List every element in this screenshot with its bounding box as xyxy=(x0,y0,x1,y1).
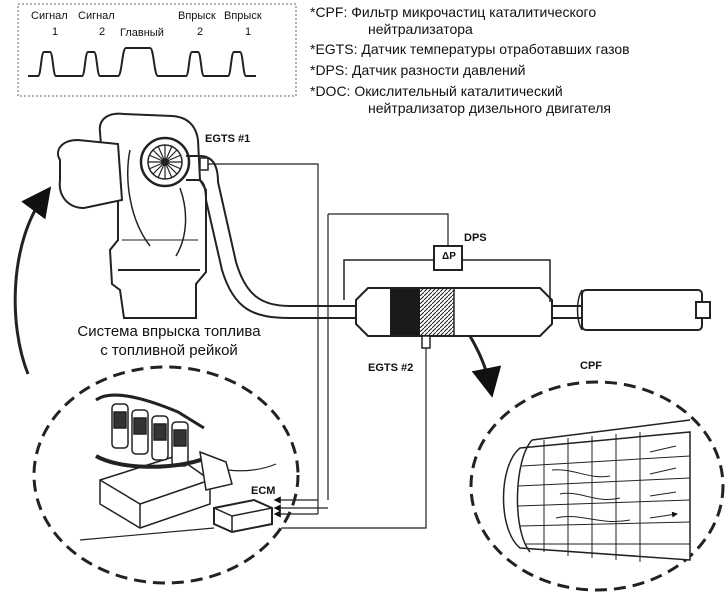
egts1-wire xyxy=(208,163,319,514)
pulse-label-injection-1: Впрыск xyxy=(224,10,262,22)
fuel-system-arrow xyxy=(13,186,52,375)
pulse-label-signal-2-num: 2 xyxy=(99,26,106,38)
exhaust-pipe xyxy=(186,155,356,307)
dps-pressure-line xyxy=(460,259,551,302)
egts2-label: EGTS #2 xyxy=(368,362,414,374)
dps-sensor xyxy=(433,245,463,271)
pulse-label-main: Главный xyxy=(120,27,164,39)
pulse-label-injection-1-num: 1 xyxy=(245,26,252,38)
cpf-label: CPF xyxy=(580,360,602,372)
fuel-system-caption: Система впрыска топлива с топливной рейк… xyxy=(44,322,294,360)
legend-egts-line1: *EGTS: Датчик температуры отработавших г… xyxy=(310,41,630,57)
egts2-wire xyxy=(210,348,427,529)
legend-doc: *DOC: Окислительный каталитический нейтр… xyxy=(310,83,611,117)
fuel-rail-injectors xyxy=(94,393,277,529)
legend-egts: *EGTS: Датчик температуры отработавших г… xyxy=(310,41,630,58)
pulse-label-signal-2: Сигнал xyxy=(78,10,115,22)
ecm-label: ECM xyxy=(251,485,276,497)
injection-pulse-box xyxy=(17,3,297,97)
doc-cpf-canister xyxy=(355,287,553,337)
pulse-label-signal-1-num: 1 xyxy=(52,26,59,38)
legend-dps: *DPS: Датчик разности давлений xyxy=(310,62,525,79)
fuel-system-caption-line1: Система впрыска топлива xyxy=(77,323,261,340)
pulse-label-injection-2: Впрыск xyxy=(178,10,216,22)
dps-pressure-line xyxy=(343,259,436,300)
egts2-sensor xyxy=(421,335,431,349)
legend-cpf-line1: *CPF: Фильтр микрочастиц каталитического xyxy=(310,4,597,20)
legend-doc-line1: *DOC: Окислительный каталитический xyxy=(310,83,563,99)
dps-symbol: ΔP xyxy=(442,251,456,262)
pulse-label-injection-2-num: 2 xyxy=(197,26,204,38)
pulse-label-signal-1: Сигнал xyxy=(31,10,68,22)
tailpipe xyxy=(552,305,584,319)
legend-doc-line2: нейтрализатор дизельного двигателя xyxy=(368,100,611,116)
legend-cpf: *CPF: Фильтр микрочастиц каталитического… xyxy=(310,4,596,38)
muffler xyxy=(576,289,711,331)
dps-label: DPS xyxy=(464,232,487,244)
turbocharger xyxy=(139,136,191,188)
cpf-filter-core xyxy=(502,419,691,562)
ecm-wire xyxy=(79,527,215,541)
ecm-unit xyxy=(213,498,273,534)
legend-dps-line1: *DPS: Датчик разности давлений xyxy=(310,62,526,78)
injection-pulse-waveform xyxy=(28,47,256,77)
legend-cpf-line2: нейтрализатора xyxy=(368,21,473,37)
egts1-label: EGTS #1 xyxy=(205,133,251,145)
exhaust-pipe xyxy=(186,179,356,319)
engine xyxy=(57,112,207,319)
cpf-detail-arrow xyxy=(468,335,502,398)
dps-wire xyxy=(328,213,449,246)
egts1-sensor xyxy=(199,157,209,171)
fuel-system-caption-line2: с топливной рейкой xyxy=(100,342,238,359)
